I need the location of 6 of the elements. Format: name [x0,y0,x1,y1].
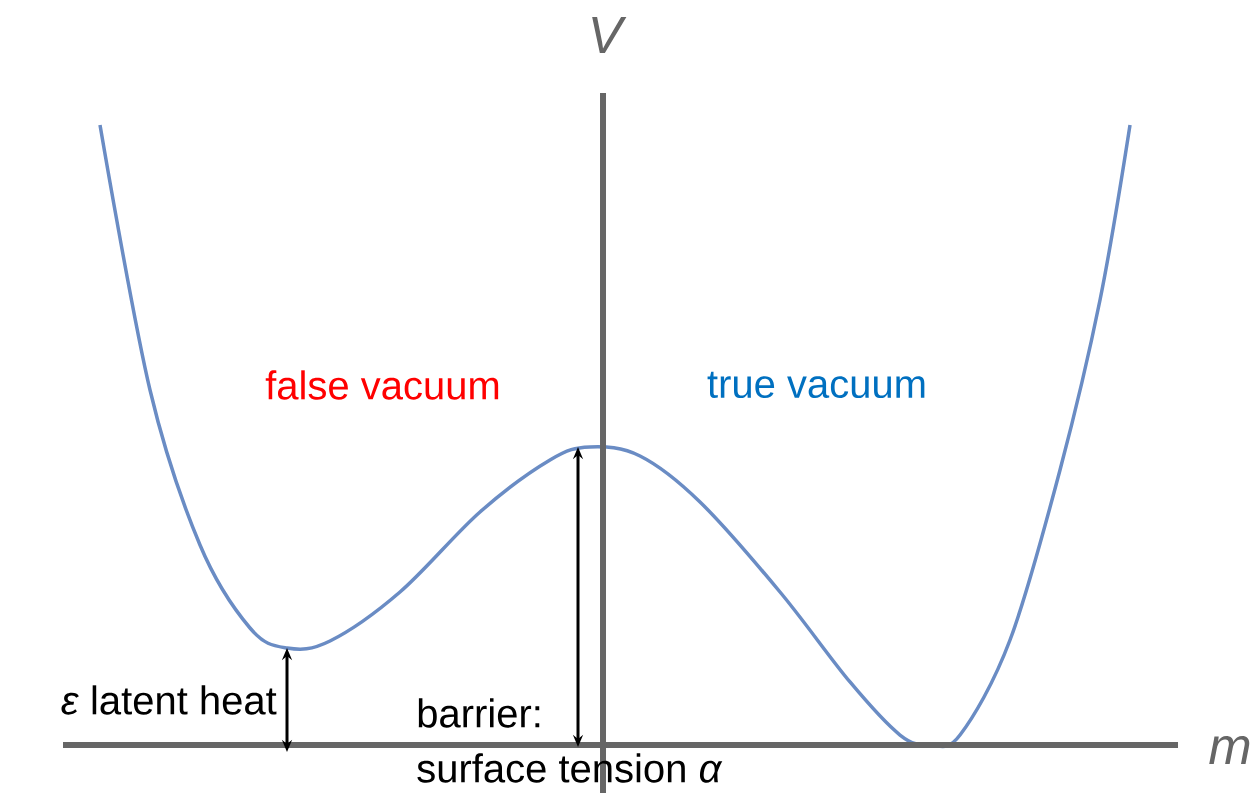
axis-label: V [592,17,627,53]
region-label: false vacuum [265,370,499,400]
annotation: ε latent heat [61,685,277,715]
axis-label: m [1209,736,1250,764]
annotation: barrier: [418,698,540,728]
region-label: true vacuum [707,371,925,399]
